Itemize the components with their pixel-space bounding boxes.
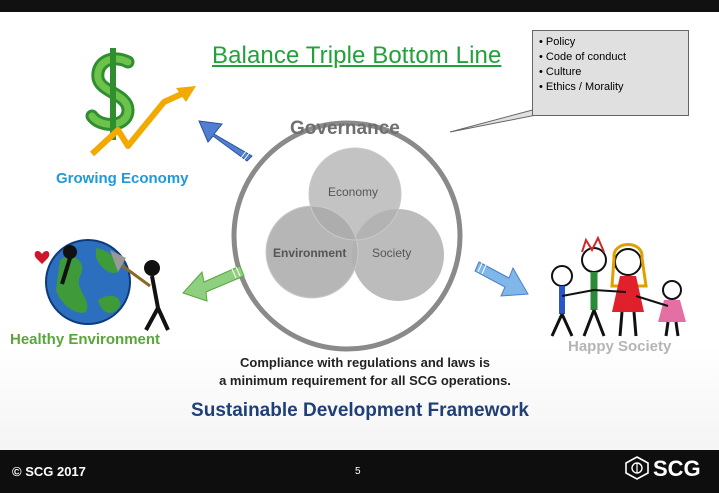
framework-title: Sustainable Development Framework <box>191 400 529 421</box>
footer: © SCG 2017 5 SCG <box>0 450 719 493</box>
compliance-line-1: Compliance with regulations and laws is <box>240 355 490 370</box>
arrow-to-society <box>474 261 529 297</box>
callout-item-ethics: Ethics / Morality <box>539 80 682 95</box>
happy-society-label: Happy Society <box>568 338 672 355</box>
callout-item-policy: Policy <box>539 35 682 50</box>
society-circle-label: Society <box>372 246 412 260</box>
earth-cleaning-icon <box>34 239 170 331</box>
compliance-line-2: a minimum requirement for all SCG operat… <box>219 373 511 388</box>
callout-item-culture: Culture <box>539 65 682 80</box>
compliance-note: Compliance with regulations and laws is … <box>180 354 550 390</box>
governance-callout: Policy Code of conduct Culture Ethics / … <box>532 30 689 116</box>
brand-name: SCG <box>653 456 701 481</box>
governance-label: Governance <box>290 118 400 139</box>
healthy-environment-label: Healthy Environment <box>10 331 161 348</box>
callout-item-code: Code of conduct <box>539 50 682 65</box>
page-number: 5 <box>355 466 361 477</box>
scg-logo-icon <box>625 456 649 480</box>
arrow-to-environment <box>182 265 245 302</box>
environment-circle-label: Environment <box>273 246 347 260</box>
top-bar <box>0 0 719 12</box>
family-icon <box>550 235 686 337</box>
environment-circle <box>266 206 358 298</box>
arrow-to-economy <box>198 120 253 162</box>
page-title: Balance Triple Bottom Line <box>212 42 502 69</box>
dollar-growth-icon <box>85 48 196 157</box>
society-circle <box>352 209 444 301</box>
copyright: © SCG 2017 <box>12 464 86 479</box>
growing-economy-label: Growing Economy <box>56 170 189 187</box>
economy-circle-label: Economy <box>328 185 379 199</box>
